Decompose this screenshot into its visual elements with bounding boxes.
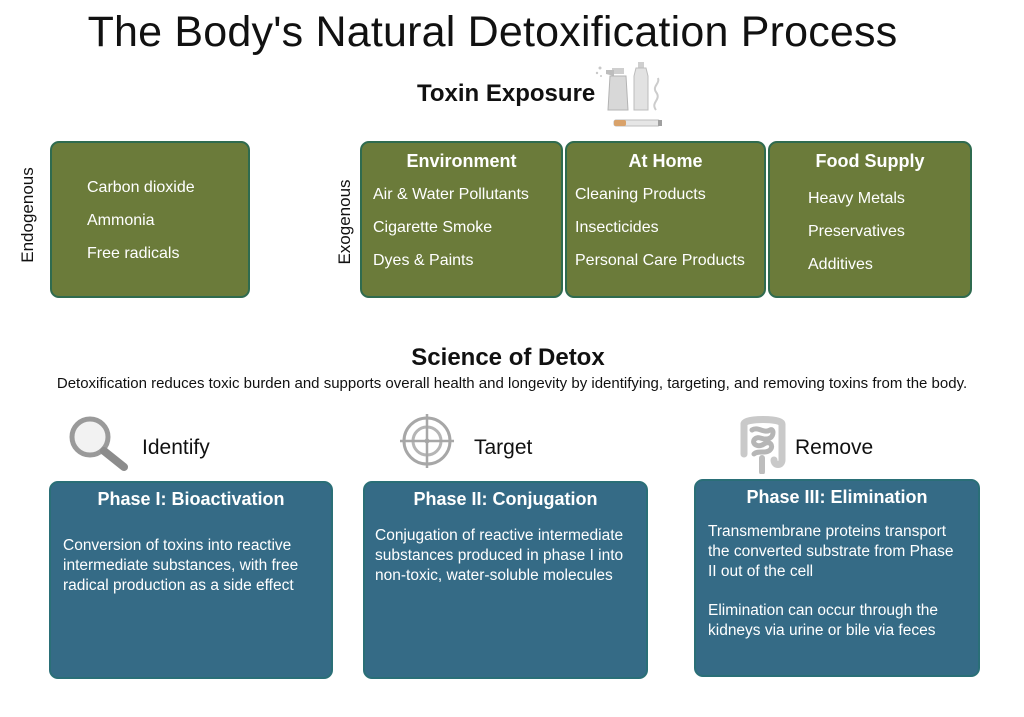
list-item: Insecticides (575, 219, 659, 236)
endogenous-list: Carbon dioxide Ammonia Free radicals (52, 171, 248, 270)
phase-3-box: Phase III: Elimination Transmembrane pro… (694, 479, 980, 677)
list-item: Cleaning Products (575, 186, 706, 203)
list-item: Cigarette Smoke (373, 219, 493, 236)
environment-heading: Environment (406, 151, 517, 171)
phase-3-title: Phase III: Elimination (746, 487, 928, 507)
environment-box: Environment Air & Water Pollutants Cigar… (360, 141, 563, 298)
environment-list: Air & Water Pollutants Cigarette Smoke D… (362, 178, 561, 277)
science-description: Detoxification reduces toxic burden and … (56, 375, 968, 392)
at-home-list: Cleaning Products Insecticides Personal … (567, 178, 764, 277)
food-supply-list: Heavy Metals Preservatives Additives (770, 182, 970, 281)
toxin-exposure-title: Toxin Exposure (417, 80, 596, 107)
crosshair-icon (400, 414, 454, 468)
phase-1-text: Conversion of toxins into reactive inter… (63, 537, 299, 594)
at-home-box: At Home Cleaning Products Insecticides P… (565, 141, 766, 298)
step-label-target: Target (474, 436, 533, 459)
phase-2-title: Phase II: Conjugation (413, 489, 598, 509)
phase-1-box: Phase I: Bioactivation Conversion of tox… (49, 481, 333, 679)
phase-3-text-1: Transmembrane proteins transport the con… (708, 523, 954, 580)
intestine-icon (740, 416, 786, 474)
page-title: The Body's Natural Detoxification Proces… (87, 8, 898, 56)
food-supply-heading: Food Supply (815, 151, 925, 171)
phase-1-body: Conversion of toxins into reactive inter… (51, 536, 331, 596)
phase-2-text: Conjugation of reactive intermediate sub… (375, 527, 624, 584)
endogenous-box: Carbon dioxide Ammonia Free radicals (50, 141, 250, 298)
exogenous-label: Exogenous (335, 179, 354, 265)
list-item: Preservatives (808, 223, 905, 240)
step-label-remove: Remove (795, 436, 874, 459)
list-item: Free radicals (87, 245, 180, 262)
list-item: Additives (808, 256, 873, 273)
phase-2-body: Conjugation of reactive intermediate sub… (365, 526, 646, 586)
phase-1-title: Phase I: Bioactivation (97, 489, 285, 509)
phase-3-text-2: Elimination can occur through the kidney… (708, 602, 939, 639)
endogenous-label: Endogenous (18, 167, 37, 263)
cleaning-products-icon (595, 62, 662, 127)
phase-2-box: Phase II: Conjugation Conjugation of rea… (363, 481, 648, 679)
food-supply-box: Food Supply Heavy Metals Preservatives A… (768, 141, 972, 298)
phase-3-body: Transmembrane proteins transport the con… (696, 522, 978, 641)
list-item: Personal Care Products (575, 252, 745, 269)
science-of-detox-title: Science of Detox (411, 344, 605, 371)
magnifier-icon (69, 416, 128, 471)
list-item: Ammonia (87, 212, 155, 229)
list-item: Carbon dioxide (87, 179, 195, 196)
step-label-identify: Identify (142, 436, 210, 459)
list-item: Air & Water Pollutants (373, 186, 529, 203)
list-item: Dyes & Paints (373, 252, 474, 269)
at-home-heading: At Home (628, 151, 703, 171)
list-item: Heavy Metals (808, 190, 905, 207)
